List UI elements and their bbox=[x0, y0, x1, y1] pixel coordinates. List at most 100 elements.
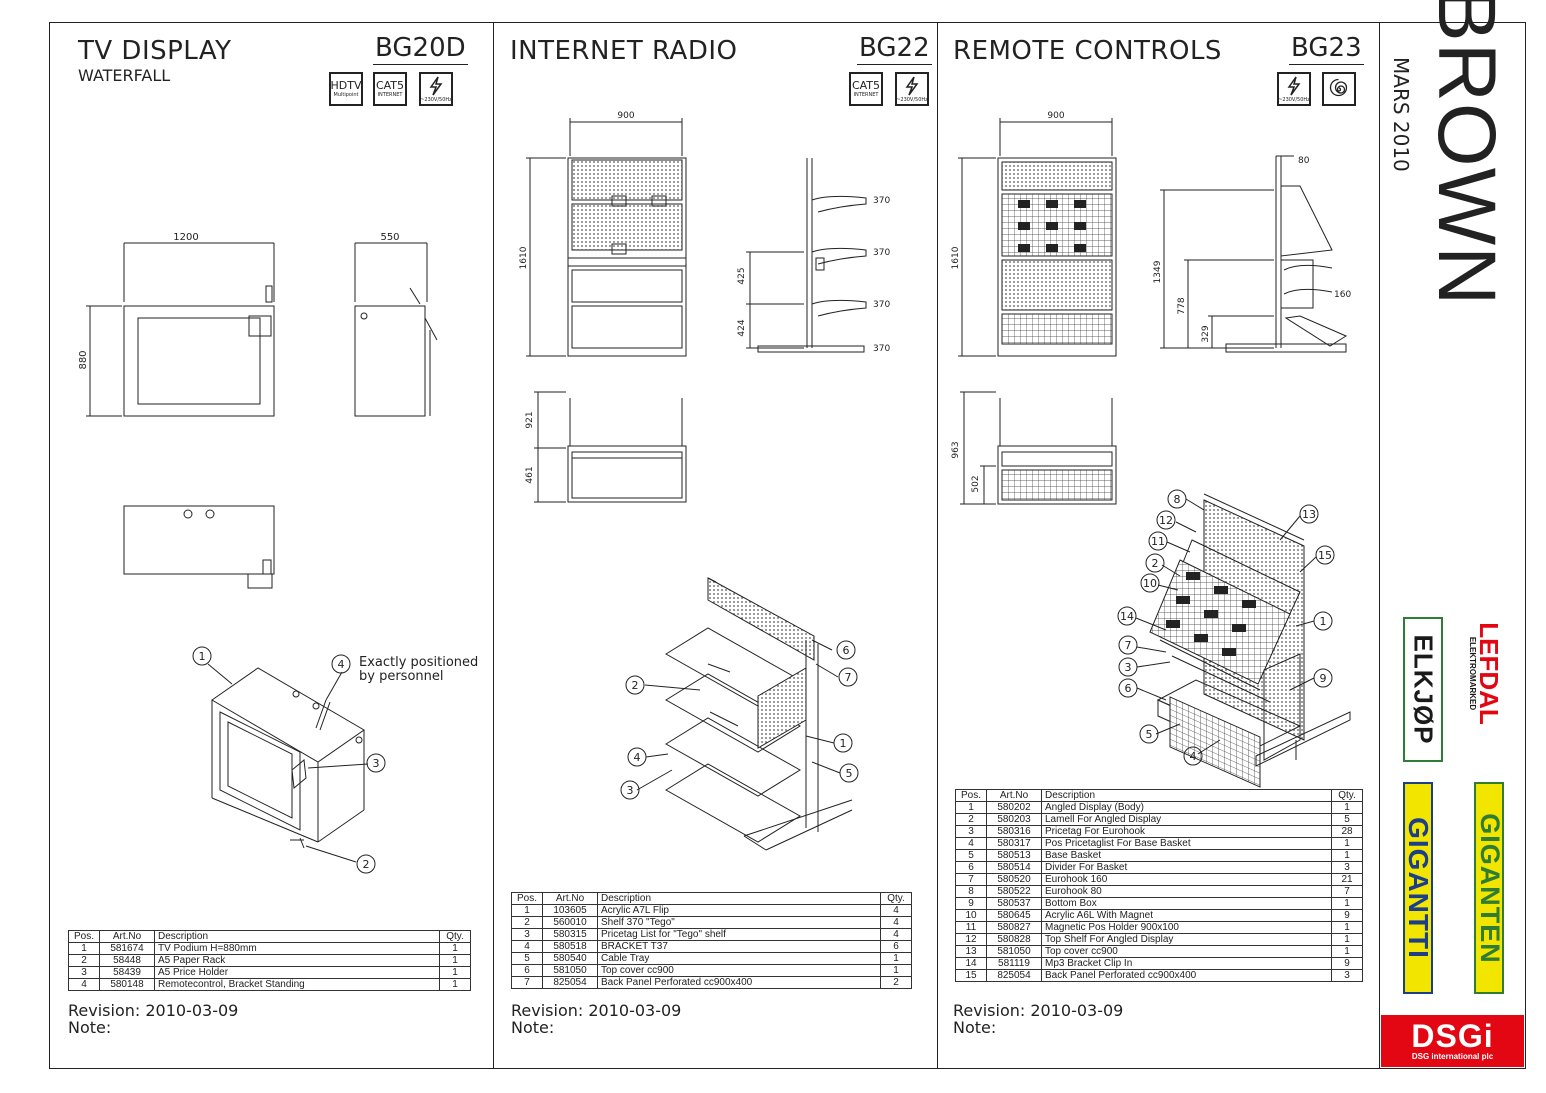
bom-cell: Divider For Basket bbox=[1041, 861, 1332, 874]
panel-code: BG22 bbox=[857, 33, 932, 65]
bom-cell: 14 bbox=[955, 957, 987, 970]
icon-label: HDTV bbox=[330, 79, 362, 92]
lefdal-sub: ELEKTROMARKED bbox=[1467, 636, 1477, 711]
bom-cell: 580203 bbox=[986, 813, 1042, 826]
bom-cell: 12 bbox=[955, 933, 987, 946]
gigantti-logo: GIGANTTI bbox=[1403, 782, 1435, 994]
panel-divider bbox=[937, 22, 938, 1069]
bom-cell: 580828 bbox=[986, 933, 1042, 946]
dim-width: 900 bbox=[1047, 111, 1064, 121]
callout-7: 7 bbox=[845, 671, 852, 684]
gigantti-text: GIGANTTI bbox=[1403, 817, 1435, 959]
dim-hook: 160 bbox=[1334, 290, 1351, 300]
callout-note-line2: by personnel bbox=[359, 669, 444, 684]
dsgi-logo: DSGi DSG international plc bbox=[1381, 1015, 1524, 1067]
bom-cell: 6 bbox=[955, 861, 987, 874]
bom-cell: Magnetic Pos Holder 900x100 bbox=[1041, 921, 1332, 934]
dim-height: 1610 bbox=[519, 246, 529, 269]
bom-cell: Top cover cc900 bbox=[1041, 945, 1332, 958]
lefdal-logo: LEFDAL ELEKTROMARKED bbox=[1464, 617, 1504, 730]
bom-cell: 9 bbox=[955, 897, 987, 910]
bom-cell: 28 bbox=[1331, 825, 1363, 838]
bom-cell: Pricetag For Eurohook bbox=[1041, 825, 1332, 838]
bom-cell: 580520 bbox=[986, 873, 1042, 886]
bom-cell: 825054 bbox=[986, 969, 1042, 982]
dim-depth1: 921 bbox=[525, 411, 535, 428]
bom-cell: 581050 bbox=[986, 945, 1042, 958]
callout-14: 14 bbox=[1120, 610, 1134, 623]
panel-divider bbox=[1379, 22, 1380, 1069]
callout-2: 2 bbox=[1152, 557, 1159, 570]
power-icon: ~230V/50Hz bbox=[1277, 72, 1311, 106]
bom-cell: 1 bbox=[1331, 933, 1363, 946]
dim-height: 880 bbox=[78, 350, 89, 369]
callout-6: 6 bbox=[843, 644, 850, 657]
power-icon: ~230V/50Hz bbox=[895, 72, 929, 106]
callout-4: 4 bbox=[1190, 750, 1197, 763]
callout-9: 9 bbox=[1320, 672, 1327, 685]
bom-cell: 7 bbox=[1331, 885, 1363, 898]
bom-cell: 580514 bbox=[986, 861, 1042, 874]
bom-cell: 1 bbox=[1331, 837, 1363, 850]
callout-12: 12 bbox=[1159, 514, 1173, 527]
bom-cell: Mp3 Bracket Clip In bbox=[1041, 957, 1332, 970]
drawing-frame bbox=[49, 22, 1526, 1069]
bom-cell: 8 bbox=[955, 885, 987, 898]
bom-cell: Bottom Box bbox=[1041, 897, 1332, 910]
callout-7: 7 bbox=[1125, 639, 1132, 652]
callout-5: 5 bbox=[1146, 728, 1153, 741]
panel-title: REMOTE CONTROLS bbox=[953, 36, 1222, 66]
elkjop-logo: ELKJØP bbox=[1403, 617, 1443, 762]
bom-cell: 13 bbox=[955, 945, 987, 958]
callout-5: 5 bbox=[846, 767, 853, 780]
bom-cell: Remotecontrol, Bracket Standing bbox=[154, 978, 440, 991]
bom-cell: 3 bbox=[1331, 969, 1363, 982]
dim-shelf: 370 bbox=[873, 196, 890, 206]
bom-cell: 825054 bbox=[542, 976, 598, 989]
bom-cell: 4 bbox=[880, 916, 912, 929]
bom-cell: Back Panel Perforated cc900x400 bbox=[597, 976, 881, 989]
bom-cell: 1 bbox=[1331, 945, 1363, 958]
bom-cell: 21 bbox=[1331, 873, 1363, 886]
dim-top: 80 bbox=[1298, 156, 1310, 166]
bom-cell: Angled Display (Body) bbox=[1041, 801, 1332, 814]
icon-label: CAT5 bbox=[375, 79, 405, 92]
callout-2: 2 bbox=[363, 858, 370, 871]
bom-cell: 10 bbox=[955, 909, 987, 922]
bom-cell: 1 bbox=[1331, 849, 1363, 862]
dim-h2: 424 bbox=[737, 319, 747, 336]
revision-text: Revision: 2010-03-09 bbox=[511, 1001, 682, 1020]
dim-width: 1200 bbox=[173, 232, 198, 243]
bom-cell: 7 bbox=[511, 976, 543, 989]
icon-sub: INTERNET bbox=[377, 92, 403, 98]
brand-date: MARS 2010 bbox=[1389, 57, 1413, 172]
note-text: Note: bbox=[68, 1018, 112, 1037]
icon-sub: Multipoint bbox=[333, 92, 359, 98]
icon-label: CAT5 bbox=[851, 79, 881, 92]
dim-depth2: 461 bbox=[525, 466, 535, 483]
callout-15: 15 bbox=[1318, 549, 1332, 562]
power-icon: ~230V/50Hz bbox=[419, 72, 453, 106]
callout-3: 3 bbox=[373, 757, 380, 770]
bom-cell: 11 bbox=[955, 921, 987, 934]
bom-header: Art.No bbox=[986, 789, 1042, 802]
bom-cell: 1 bbox=[439, 942, 471, 955]
dim-shelf: 370 bbox=[873, 300, 890, 310]
bom-cell: 5 bbox=[1331, 813, 1363, 826]
bom-cell: 1 bbox=[1331, 921, 1363, 934]
